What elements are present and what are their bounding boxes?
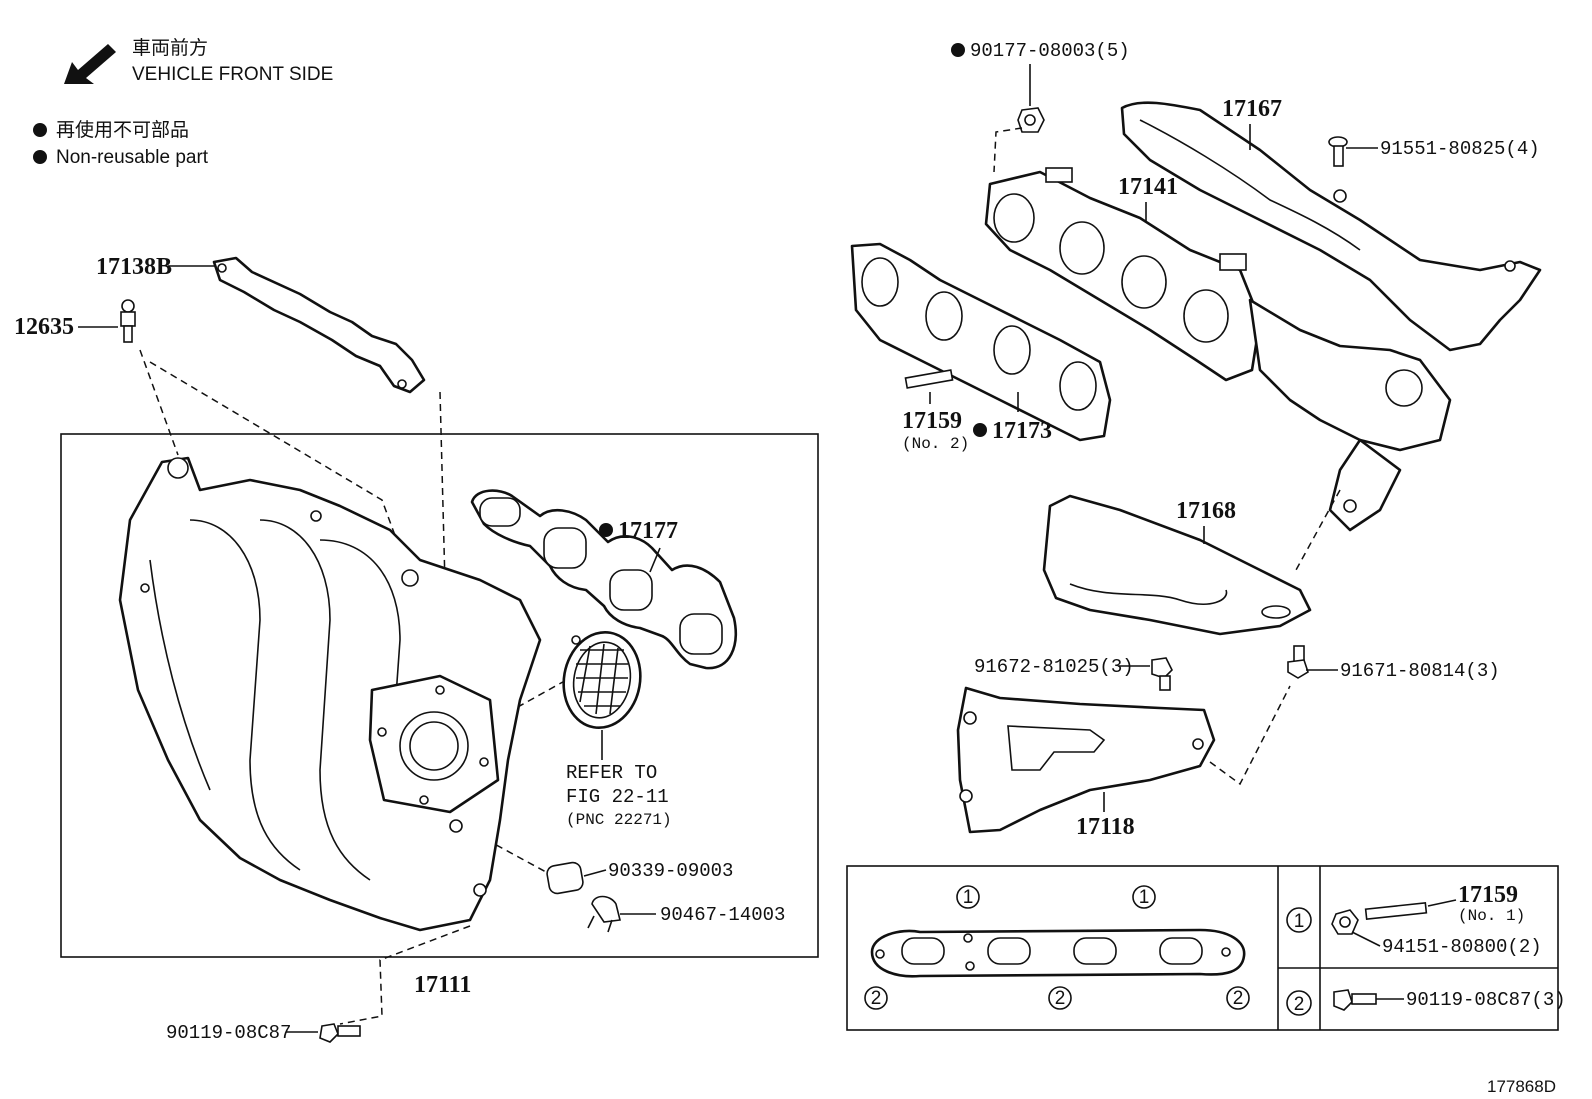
label-12635: 12635: [14, 314, 74, 340]
mark-1: 1: [1139, 887, 1150, 908]
label-94151-80800: 94151-80800(2): [1382, 936, 1542, 958]
mark-2: 2: [1294, 994, 1305, 1015]
label-17159-no2: 17159: [902, 408, 962, 434]
exhaust-manifold-17141: [984, 167, 1452, 532]
valve-12635: [120, 299, 136, 343]
label-17118: 17118: [1076, 814, 1135, 840]
vehicle-front-arrow-icon: [64, 44, 116, 84]
mark-2: 2: [1233, 988, 1244, 1009]
mark-2: 2: [871, 988, 882, 1009]
bracket-17138B: [212, 256, 426, 394]
nonreusable-dot-icon: [33, 123, 47, 137]
direction-en: VEHICLE FRONT SIDE: [132, 64, 333, 85]
stud-17159-no2: [904, 369, 954, 389]
mark-1-icon: [1132, 885, 1156, 909]
label-90339-09003: 90339-09003: [608, 860, 733, 882]
label-91671-80814: 91671-80814(3): [1340, 660, 1500, 682]
mark-2-icon: [1048, 986, 1072, 1010]
nonreusable-dot-icon: [599, 523, 613, 537]
bolt-91671-80814: [1287, 645, 1309, 679]
mark-2: 2: [1055, 988, 1066, 1009]
gasket-variant-drawing: [870, 928, 1246, 978]
label-17159-no1: 17159: [1458, 882, 1518, 908]
clip-90467-14003: [587, 895, 621, 933]
nut-90177-08003: [1017, 107, 1045, 133]
label-17177: 17177: [618, 518, 678, 544]
variant-table: [846, 865, 1559, 1031]
mark-1-icon: [1286, 907, 1312, 933]
label-90119-08C87: 90119-08C87: [166, 1022, 291, 1044]
plug-90339-09003: [546, 861, 584, 895]
nonreusable-en: Non-reusable part: [56, 147, 209, 168]
label-17111: 17111: [414, 972, 471, 998]
mark-2-icon: [1226, 986, 1250, 1010]
bolt-91551-80825: [1328, 136, 1348, 167]
label-17173: 17173: [992, 418, 1052, 444]
mark-1: 1: [1294, 911, 1305, 932]
label-90177-08003: 90177-08003(5): [970, 40, 1130, 62]
label-90467-14003: 90467-14003: [660, 904, 785, 926]
nonreusable-dot-icon: [33, 150, 47, 164]
mark-1: 1: [963, 887, 974, 908]
mark-2-icon: [864, 986, 888, 1010]
label-17138B: 17138B: [96, 254, 172, 280]
gasket-17177: [470, 489, 737, 670]
label-91672-81025: 91672-81025(3): [974, 656, 1134, 678]
nonreusable-jp: 再使用不可部品: [56, 119, 189, 141]
mark-2-icon: [1286, 990, 1312, 1016]
throttle-gasket: [562, 630, 642, 730]
manifold-frame: [60, 433, 819, 958]
stud-17159-no1: [1364, 902, 1428, 920]
bracket-17118: [956, 686, 1216, 834]
bolt-90119-08C87-3: [1333, 989, 1377, 1011]
nonreusable-dot-icon: [951, 43, 965, 57]
intake-manifold-17111: [118, 456, 542, 932]
label-17141: 17141: [1118, 174, 1178, 200]
nonreusable-dot-icon: [973, 423, 987, 437]
bolt-91672-81025: [1151, 657, 1173, 691]
bolt-90119-08C87: [319, 1023, 361, 1043]
label-90119-08C87-3: 90119-08C87(3): [1406, 989, 1566, 1011]
heat-insulator-17168: [1042, 494, 1312, 636]
gasket-17173: [850, 242, 1112, 442]
label-17167: 17167: [1222, 96, 1282, 122]
label-17159-no1-sub: (No. 1): [1458, 907, 1525, 925]
direction-jp: 車両前方: [132, 37, 208, 59]
label-17168: 17168: [1176, 498, 1236, 524]
label-91551-80825: 91551-80825(4): [1380, 138, 1540, 160]
label-17159-no2-sub: (No. 2): [902, 435, 969, 453]
label-fig-22-11: FIG 22-11: [566, 786, 669, 808]
nut-94151-80800: [1331, 909, 1359, 935]
label-refer-to: REFER TO: [566, 762, 657, 784]
heat-insulator-17167: [1120, 101, 1542, 352]
figure-id: 177868D: [1487, 1077, 1556, 1096]
label-pnc-22271: (PNC 22271): [566, 811, 672, 829]
mark-1-icon: [956, 885, 980, 909]
